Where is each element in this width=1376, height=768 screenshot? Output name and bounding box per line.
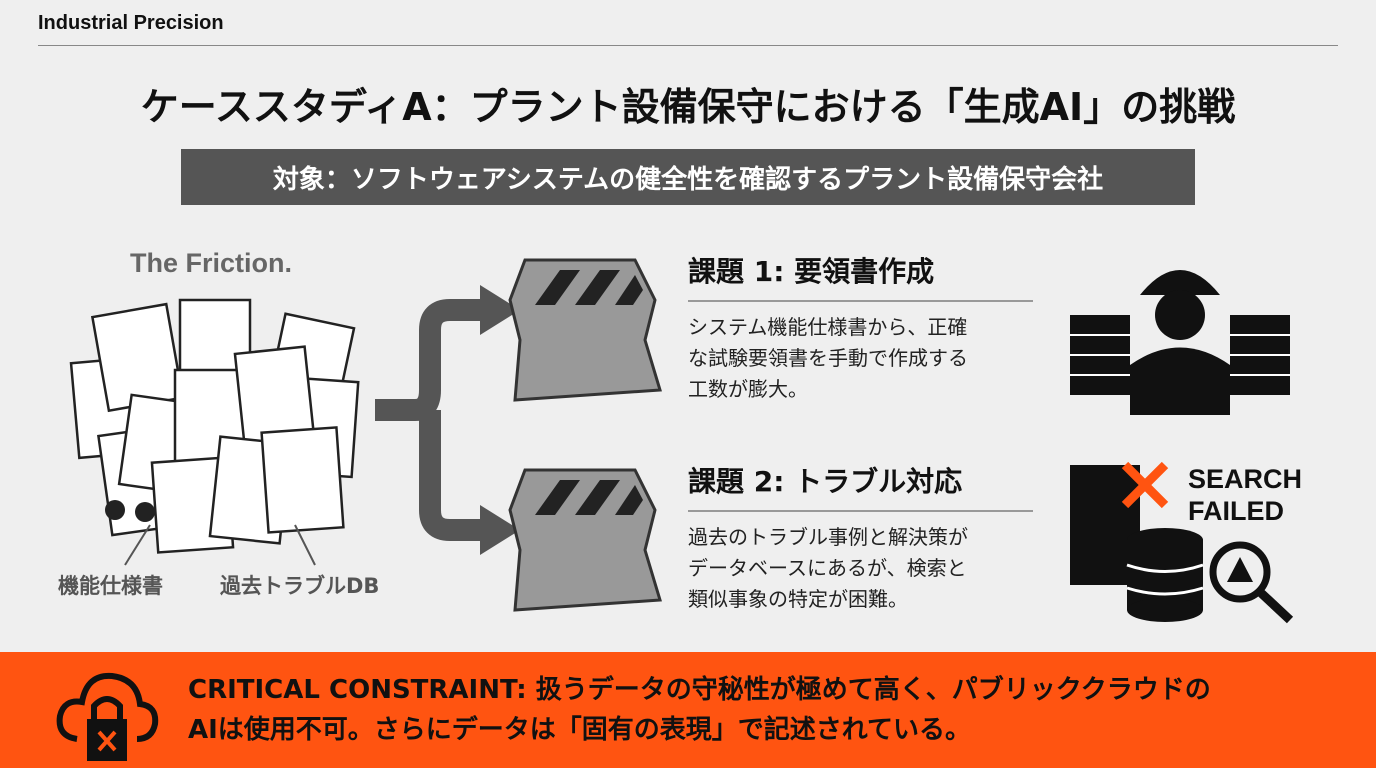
subtitle-bar: 対象：ソフトウェアシステムの健全性を確認するプラント設備保守会社 xyxy=(181,149,1195,205)
label-trouble-db: 過去トラブルDB xyxy=(220,574,380,598)
constraint-line: AIは使用不可。さらにデータは「固有の表現」で記述されている。 xyxy=(188,715,972,745)
barrier-icon xyxy=(508,258,662,402)
page-title: ケーススタディA：プラント設備保守における「生成AI」の挑戦 xyxy=(140,85,1236,129)
branch-arrows xyxy=(375,285,520,555)
documents-pile-icon xyxy=(69,298,360,554)
header-divider xyxy=(38,45,1338,46)
brand-label: Industrial Precision xyxy=(38,12,224,34)
constraint-line: CRITICAL CONSTRAINT: 扱うデータの守秘性が極めて高く、パブリ… xyxy=(188,675,1211,705)
search-failed-line: SEARCH xyxy=(1188,464,1303,494)
label-spec: 機能仕様書 xyxy=(58,574,163,598)
cloud-lock-icon xyxy=(56,672,159,761)
issue-1: 課題 1: 要領書作成 システム機能仕様書から、正確な試験要領書を手動で作成する… xyxy=(688,250,1033,405)
issue-2-line: データベースにあるが、検索と xyxy=(688,556,967,580)
issue-1-title: 課題 1: 要領書作成 xyxy=(688,250,1033,302)
stressed-worker-icon xyxy=(1070,270,1290,415)
critical-constraint-banner: CRITICAL CONSTRAINT: 扱うデータの守秘性が極めて高く、パブリ… xyxy=(0,652,1376,768)
search-failed-line: FAILED xyxy=(1188,496,1285,526)
barrier-icon xyxy=(508,468,662,612)
friction-heading: The Friction. xyxy=(130,248,292,278)
issue-2-line: 類似事象の特定が困難。 xyxy=(688,587,908,611)
issue-2-line: 過去のトラブル事例と解決策が xyxy=(688,525,968,549)
label-leader-lines xyxy=(124,524,316,566)
issue-2-title: 課題 2: トラブル対応 xyxy=(688,460,1033,512)
issue-1-line: な試験要領書を手動で作成する xyxy=(688,346,968,370)
server-database-icon xyxy=(1070,461,1294,624)
issue-1-line: 工数が膨大。 xyxy=(688,377,808,401)
issue-2: 課題 2: トラブル対応 過去のトラブル事例と解決策がデータベースにあるが、検索… xyxy=(688,460,1033,615)
issue-1-line: システム機能仕様書から、正確 xyxy=(688,315,968,339)
